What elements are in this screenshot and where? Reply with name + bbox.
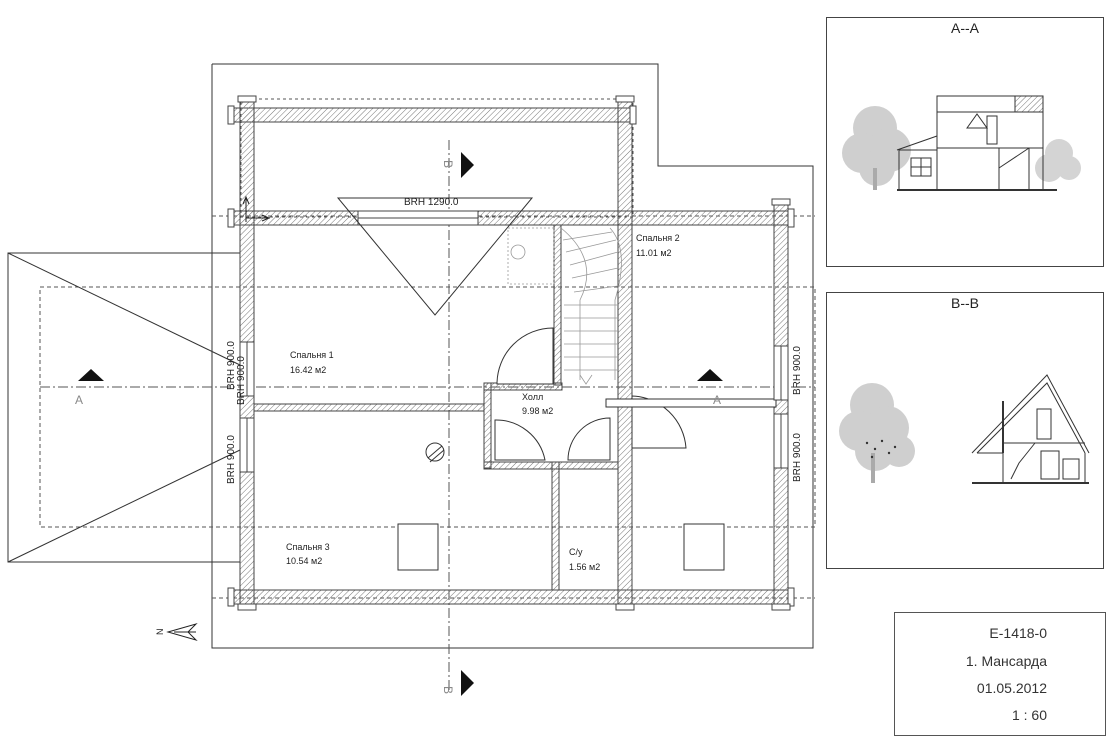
section-b-drawing	[839, 374, 1090, 484]
room-name-hall: Холл	[522, 392, 543, 402]
room-area-wc: 1.56 м2	[569, 562, 600, 572]
room-area-hall: 9.98 м2	[522, 406, 553, 416]
origin-marker	[242, 195, 271, 222]
porch-roof	[7, 252, 241, 563]
title-block: E-1418-0 1. Мансарда 01.05.2012 1 : 60	[894, 612, 1106, 736]
section-arrow-icon	[697, 369, 723, 381]
window-label-left-upper-2: BRH 900.0	[236, 356, 247, 405]
room-area-bedroom-1: 16.42 м2	[290, 365, 326, 375]
house-section-a	[896, 95, 1057, 191]
window-label-left-lower: BRH 900.0	[226, 435, 237, 484]
house-section-b	[971, 374, 1090, 484]
section-b-panel: B--B	[826, 292, 1104, 569]
skylight	[683, 523, 725, 571]
svg-text:N: N	[155, 629, 165, 636]
room-name-bedroom-3: Спальня 3	[286, 542, 330, 552]
doors	[494, 327, 777, 461]
tree-speckle	[865, 439, 897, 459]
tree-icon	[842, 106, 911, 190]
sheet-name: 1. Мансарда	[965, 653, 1047, 669]
section-mark-b-top: B	[441, 160, 455, 168]
north-arrow-icon: N	[155, 622, 198, 642]
drawing-date: 01.05.2012	[976, 680, 1047, 696]
staircase	[507, 227, 622, 385]
section-arrow-icon	[78, 369, 104, 381]
room-area-bedroom-3: 10.54 м2	[286, 556, 322, 566]
section-mark-a-left: A	[75, 393, 83, 407]
room-area-bedroom-2: 11.01 м2	[636, 248, 672, 258]
plot-boundary	[211, 63, 814, 649]
log-ends	[227, 95, 795, 611]
tree-icon	[1035, 139, 1081, 182]
room-name-bedroom-1: Спальня 1	[290, 350, 334, 360]
roof-window	[336, 197, 534, 316]
window-label-top: BRH 1290.0	[404, 197, 459, 208]
section-arrow-icon	[461, 670, 474, 696]
section-a-drawing	[842, 95, 1081, 191]
room-name-wc: С/у	[569, 547, 583, 557]
window-label-right-upper: BRH 900.0	[792, 346, 803, 395]
interior-walls	[253, 224, 619, 591]
skylight	[397, 523, 439, 571]
section-arrow-icon	[461, 152, 474, 178]
section-a-title: A--A	[951, 20, 979, 36]
roof-ridge-line	[7, 252, 241, 366]
window-label-left-upper: BRH 900.0	[226, 341, 237, 390]
section-b-title: B--B	[951, 295, 979, 311]
windows	[239, 210, 789, 473]
tree-icon	[839, 383, 915, 483]
section-mark-a-right: A	[713, 393, 721, 407]
section-mark-b-bottom: B	[441, 686, 455, 694]
drawing-scale: 1 : 60	[1011, 707, 1047, 723]
roof-ridge-line	[7, 449, 241, 563]
room-name-bedroom-2: Спальня 2	[636, 233, 680, 243]
window-label-right-lower: BRH 900.0	[792, 433, 803, 482]
drawing-code: E-1418-0	[989, 625, 1047, 641]
section-a-panel: A--A	[826, 17, 1104, 267]
